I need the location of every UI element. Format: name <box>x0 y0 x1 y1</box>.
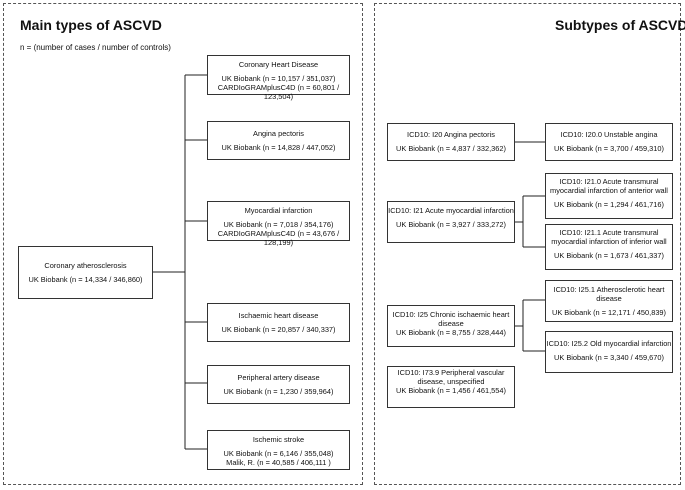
node-title: ICD10: I21.1 Acute transmural myocardial… <box>551 228 667 246</box>
node-data: UK Biobank (n = 1,294 / 461,716) <box>554 200 664 209</box>
node-data: UK Biobank (n = 3,927 / 333,272) <box>396 220 506 229</box>
node-i73-9-border <box>387 366 515 408</box>
node-data: UK Biobank (n = 1,673 / 461,337) <box>554 251 664 260</box>
node-title: Peripheral artery disease <box>237 373 320 382</box>
node-data: UK Biobank (n = 3,700 / 459,310) <box>554 144 664 153</box>
main-types-panel <box>3 3 363 485</box>
node-title: Ischemic stroke <box>252 435 305 444</box>
node-i73-9-peripheral-vascular-disease: ICD10: I73.9 Peripheral vascular disease… <box>387 366 515 408</box>
node-ischaemic-heart-disease: Ischaemic heart disease UK Biobank (n = … <box>207 303 350 342</box>
node-title: ICD10: I21.0 Acute transmural myocardial… <box>550 177 668 195</box>
node-title: ICD10: I25.1 Atherosclerotic heart disea… <box>553 285 665 303</box>
node-data: UK Biobank (n = 20,857 / 340,337) <box>221 325 336 334</box>
node-data: UK Biobank (n = 14,828 / 447,052) <box>221 143 336 152</box>
node-data: UK Biobank (n = 4,837 / 332,362) <box>396 144 506 153</box>
node-i25-chronic-ischaemic-heart-disease: ICD10: I25 Chronic ischaemic heart disea… <box>387 305 515 347</box>
node-peripheral-artery-disease: Peripheral artery disease UK Biobank (n … <box>207 365 350 404</box>
node-title: Myocardial infarction <box>244 206 313 215</box>
node-data: UK Biobank (n = 1,456 / 461,554) <box>396 386 506 395</box>
node-data: UK Biobank (n = 8,755 / 328,444) <box>396 328 506 337</box>
node-data: UK Biobank (n = 1,230 / 359,964) <box>223 387 334 396</box>
node-title: ICD10: I21 Acute myocardial infarction <box>388 206 514 215</box>
main-types-title: Main types of ASCVD <box>20 17 162 33</box>
node-data: CARDIoGRAMplusC4D (n = 43,676 / 128,199) <box>217 229 340 247</box>
node-i20-0-unstable-angina: ICD10: I20.0 Unstable angina UK Biobank … <box>545 123 673 161</box>
node-title: Ischaemic heart disease <box>238 311 319 320</box>
count-legend-note: n = (number of cases / number of control… <box>20 43 171 52</box>
node-i25-1-atherosclerotic-heart-disease: ICD10: I25.1 Atherosclerotic heart disea… <box>545 280 673 322</box>
node-angina-pectoris: Angina pectoris UK Biobank (n = 14,828 /… <box>207 121 350 160</box>
subtypes-panel <box>374 3 681 485</box>
root-node-coronary-atherosclerosis: Coronary atherosclerosis UK Biobank (n =… <box>18 246 153 299</box>
node-title: ICD10: I20 Angina pectoris <box>407 130 495 139</box>
node-ischemic-stroke: Ischemic stroke UK Biobank (n = 6,146 / … <box>207 430 350 470</box>
node-title: Coronary Heart Disease <box>238 60 319 69</box>
node-title: Coronary atherosclerosis <box>44 261 127 270</box>
node-data: UK Biobank (n = 14,334 / 346,860) <box>28 275 143 284</box>
node-title: Angina pectoris <box>253 129 304 138</box>
node-title: ICD10: I25 Chronic ischaemic heart disea… <box>392 310 510 328</box>
subtypes-title: Subtypes of ASCVD <box>555 17 685 33</box>
node-title: ICD10: I25.2 Old myocardial infarction <box>546 339 672 348</box>
node-i21-0-anterior-wall: ICD10: I21.0 Acute transmural myocardial… <box>545 173 673 219</box>
node-data: UK Biobank (n = 12,171 / 450,839) <box>551 308 667 317</box>
node-myocardial-infarction: Myocardial infarction UK Biobank (n = 7,… <box>207 201 350 247</box>
node-data: UK Biobank (n = 10,157 / 351,037) <box>221 74 336 83</box>
node-data: UK Biobank (n = 6,146 / 355,048) <box>223 449 334 458</box>
node-data: CARDIoGRAMplusC4D (n = 60,801 / 123,504) <box>217 83 340 101</box>
node-i21-acute-myocardial-infarction: ICD10: I21 Acute myocardial infarction U… <box>387 201 515 243</box>
node-coronary-heart-disease: Coronary Heart Disease UK Biobank (n = 1… <box>207 55 350 101</box>
node-title: ICD10: I73.9 Peripheral vascular disease… <box>397 368 505 386</box>
node-i25-2-old-myocardial-infarction: ICD10: I25.2 Old myocardial infarction U… <box>545 331 673 373</box>
node-data: UK Biobank (n = 7,018 / 354,176) <box>223 220 334 229</box>
node-title: ICD10: I20.0 Unstable angina <box>560 130 658 139</box>
node-data: UK Biobank (n = 3,340 / 459,670) <box>554 353 664 362</box>
node-i21-1-inferior-wall: ICD10: I21.1 Acute transmural myocardial… <box>545 224 673 270</box>
node-data: Malik, R. (n = 40,585 / 406,111 ) <box>226 458 331 467</box>
node-i20-angina-pectoris: ICD10: I20 Angina pectoris UK Biobank (n… <box>387 123 515 161</box>
